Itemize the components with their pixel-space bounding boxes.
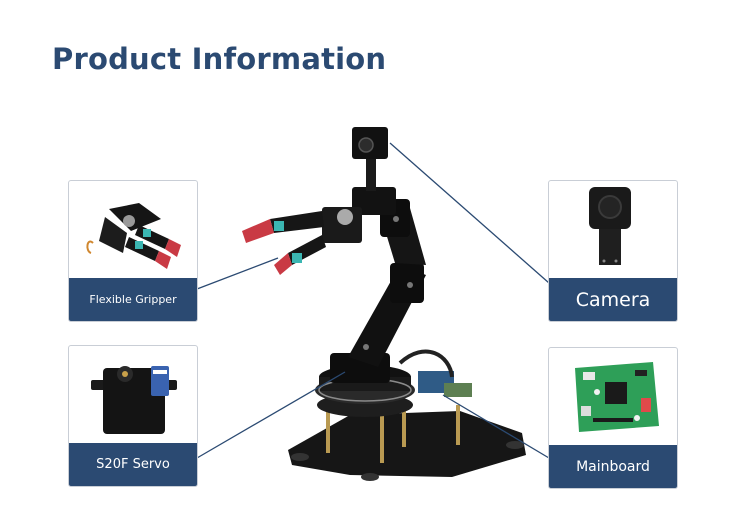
robot-arm-image	[242, 127, 526, 481]
servo-image	[91, 366, 177, 434]
mainboard-image	[575, 362, 659, 432]
camera-label: Camera	[549, 278, 677, 321]
mainboard-label: Mainboard	[549, 445, 677, 488]
servo-label: S20F Servo	[69, 443, 197, 486]
camera-callout-card: Camera	[548, 180, 678, 322]
gripper-image	[86, 203, 181, 269]
camera-image	[589, 187, 631, 265]
mainboard-callout-card: Mainboard	[548, 347, 678, 489]
gripper-callout-card: Flexible Gripper	[68, 180, 198, 322]
gripper-label: Flexible Gripper	[69, 278, 197, 321]
page-title: Product Information	[52, 42, 387, 76]
servo-callout-card: S20F Servo	[68, 345, 198, 487]
